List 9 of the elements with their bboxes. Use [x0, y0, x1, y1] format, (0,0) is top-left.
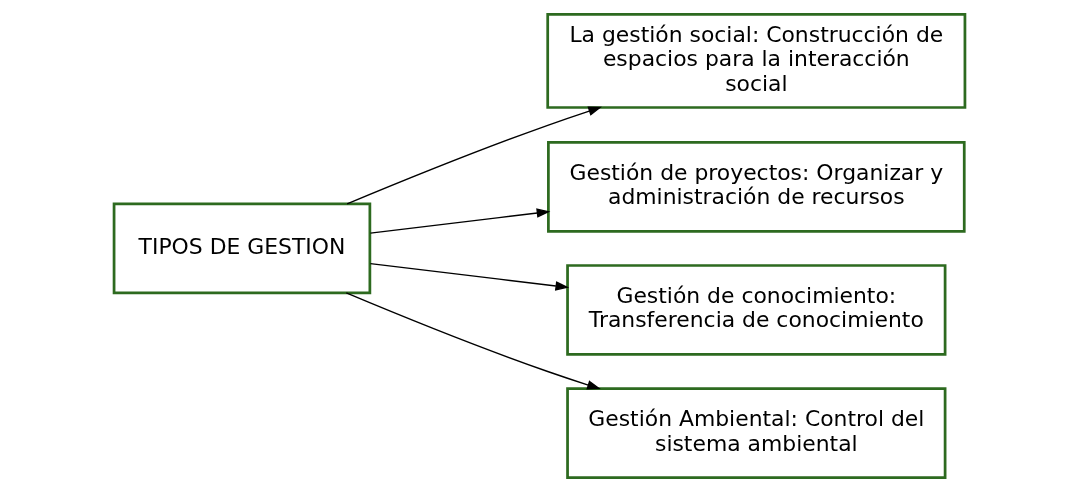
arrow — [369, 207, 551, 234]
node-box: TIPOS DE GESTION — [112, 202, 372, 294]
arrow — [369, 262, 570, 291]
node-box: Gestión Ambiental: Control del sistema ambiental — [566, 386, 947, 479]
node-box: Gestión de proyectos: Organizar y administración de recursos — [547, 140, 966, 233]
node-box: Gestión de conocimiento: Transferencia de conocimiento — [566, 263, 947, 356]
arrow — [345, 291, 601, 389]
node-box: La gestión social: Construcción de espacios para la interacción social — [546, 12, 967, 109]
arrow — [346, 106, 602, 205]
